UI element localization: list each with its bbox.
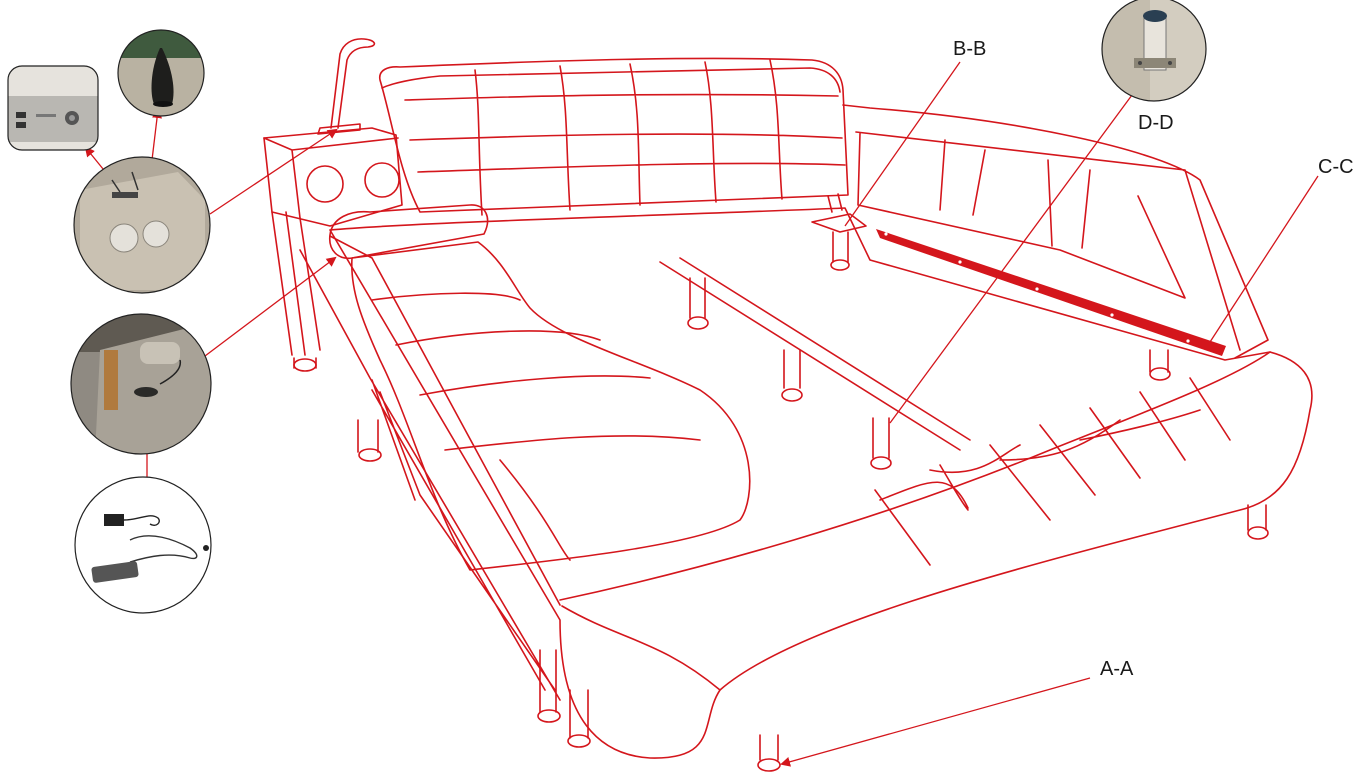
footboard-tufting <box>874 377 1231 566</box>
front-footboard <box>559 351 1271 691</box>
usb-panel-photo <box>7 65 99 151</box>
reading-lamp-photo <box>117 29 205 117</box>
leader-lines <box>84 61 1319 767</box>
platform-outer <box>329 207 1313 759</box>
bed-outline <box>263 38 1313 772</box>
chaise-cushion <box>350 241 751 571</box>
headboard-back <box>378 57 849 213</box>
speaker-box-photo <box>73 156 211 294</box>
led-switch-photo <box>70 313 212 455</box>
right-side-rail <box>842 104 1269 359</box>
left-side-panel <box>299 235 561 701</box>
center-legs <box>357 231 1269 772</box>
support-bar <box>876 229 1226 356</box>
section-label-b-b: B-B <box>953 38 987 60</box>
left-console-top <box>263 137 399 219</box>
section-label-a-a: A-A <box>1100 658 1134 680</box>
power-adapter-photo <box>74 476 212 614</box>
headrest-cushion <box>328 204 489 260</box>
headboard-top-roll <box>381 67 841 93</box>
support-bar-holes <box>884 232 1190 343</box>
center-slat-rail <box>659 257 971 451</box>
console-lid <box>317 123 361 135</box>
left-front-post <box>271 211 321 356</box>
speaker-right <box>364 162 400 198</box>
support-leg-photo <box>1101 0 1207 102</box>
headboard-tufting <box>404 59 846 216</box>
corner-bracket <box>811 193 867 233</box>
lamp-post <box>330 38 376 129</box>
speaker-left <box>306 165 344 203</box>
section-label-d-d: D-D <box>1138 112 1174 134</box>
section-label-c-c: C-C <box>1318 156 1354 178</box>
